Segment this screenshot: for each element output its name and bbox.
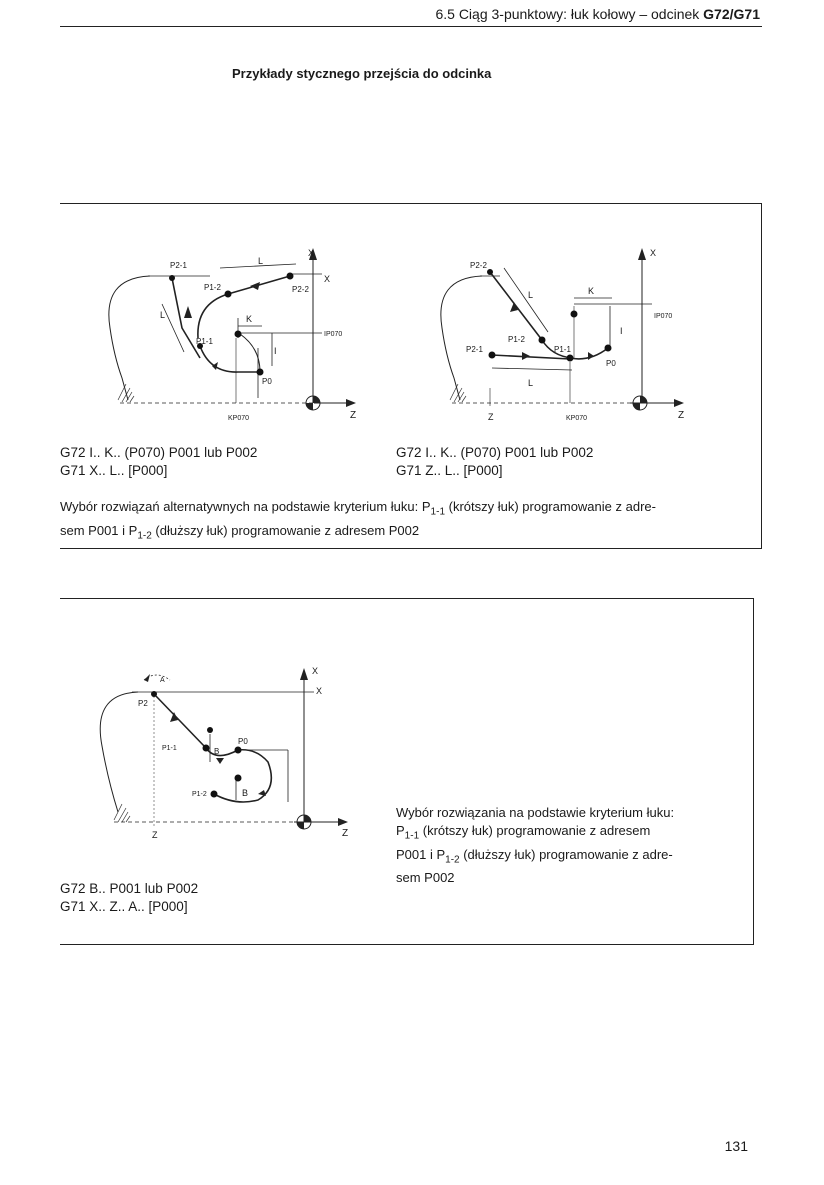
fig2-p0-label: P0 [606, 359, 616, 368]
fig1-p0-label: P0 [262, 377, 272, 386]
fig2-p22-label: P2-2 [470, 261, 487, 270]
page-number: 131 [724, 1138, 748, 1154]
fig2-z-label: Z [678, 410, 684, 421]
fig1-p11-label: P1-1 [196, 337, 213, 346]
header-text: 6.5 Ciąg 3-punktowy: łuk kołowy – odcine… [435, 6, 704, 22]
section2-bottom-rule [60, 944, 754, 945]
fig1-x-label: X [308, 248, 314, 258]
fig1-x2-label: X [324, 274, 330, 284]
fig1-ip070-label: IP070 [324, 331, 342, 338]
section2-paragraph: Wybór rozwiązania na podstawie kryterium… [396, 805, 675, 886]
section1-top-rule [60, 203, 762, 204]
figure-3: X X Z Z A B B P2 P1-1 P1-2 P0 [88, 662, 358, 842]
fig3-p11-label: P1-1 [162, 745, 177, 752]
fig3-zl-label: Z [152, 830, 158, 840]
figure-2: X Z Z L L K I IP070 KP070 P2-2 P1-2 P2-1… [430, 238, 700, 428]
fig3-z-label: Z [342, 828, 348, 839]
section2-right-rule [753, 598, 754, 944]
fig1-k-label: K [246, 314, 252, 324]
fig1-p12-label: P1-2 [204, 283, 221, 292]
fig3-p12-label: P1-2 [192, 791, 207, 798]
section1-bottom-rule [60, 548, 762, 549]
section2-top-rule [60, 598, 754, 599]
section2-code-line-1: G72 B.. P001 lub P002 [60, 881, 199, 896]
fig2-i-label: I [620, 326, 623, 336]
fig2-p21-label: P2-1 [466, 345, 483, 354]
fig3-p0-label: P0 [238, 737, 248, 746]
header-bold: G72/G71 [703, 6, 760, 22]
fig2-p12-label: P1-2 [508, 335, 525, 344]
fig3-x-label: X [312, 666, 318, 676]
left-code-line-2: G71 X.. L.. [P000] [60, 463, 168, 478]
fig2-zl-label: Z [488, 412, 494, 422]
fig3-b2-label: B [242, 788, 248, 798]
fig3-a-label: A [160, 677, 165, 684]
fig2-x-label: X [650, 248, 656, 258]
fig1-i-label: I [274, 346, 277, 356]
left-code-line-1: G72 I.. K.. (P070) P001 lub P002 [60, 445, 258, 460]
section1-right-rule [761, 203, 762, 548]
fig1-l-label: L [258, 256, 263, 266]
section2-code-line-2: G71 X.. Z.. A.. [P000] [60, 899, 188, 914]
fig1-p21-label: P2-1 [170, 261, 187, 270]
fig1-l2-label: L [160, 310, 165, 320]
fig3-x2-label: X [316, 686, 322, 696]
section1-paragraph: Wybór rozwiązań alternatywnych na podsta… [60, 499, 656, 542]
fig1-kp070-label: KP070 [228, 415, 249, 422]
header-rule [60, 26, 762, 27]
right-code-block: G72 I.. K.. (P070) P001 lub P002 G71 Z..… [396, 444, 593, 480]
fig2-l-label: L [528, 290, 533, 300]
fig1-z-label: Z [350, 410, 356, 421]
running-header: 6.5 Ciąg 3-punktowy: łuk kołowy – odcine… [435, 6, 760, 22]
fig1-p22-label: P2-2 [292, 285, 309, 294]
fig2-ip070-label: IP070 [654, 313, 672, 320]
fig2-k-label: K [588, 286, 594, 296]
fig2-kp070-label: KP070 [566, 415, 587, 422]
right-code-line-1: G72 I.. K.. (P070) P001 lub P002 [396, 445, 594, 460]
fig2-l2-label: L [528, 378, 533, 388]
fig3-p2-label: P2 [138, 699, 148, 708]
fig3-b-label: B [214, 747, 219, 756]
fig2-p11-label: P1-1 [554, 345, 571, 354]
section-title: Przykłady stycznego przejścia do odcinka [232, 66, 492, 81]
right-code-line-2: G71 Z.. L.. [P000] [396, 463, 503, 478]
figure-1: X Z X L L K I IP070 KP070 P2-1 P1-2 P2-2… [100, 238, 370, 428]
section2-code-block: G72 B.. P001 lub P002 G71 X.. Z.. A.. [P… [60, 880, 198, 916]
left-code-block: G72 I.. K.. (P070) P001 lub P002 G71 X..… [60, 444, 257, 480]
